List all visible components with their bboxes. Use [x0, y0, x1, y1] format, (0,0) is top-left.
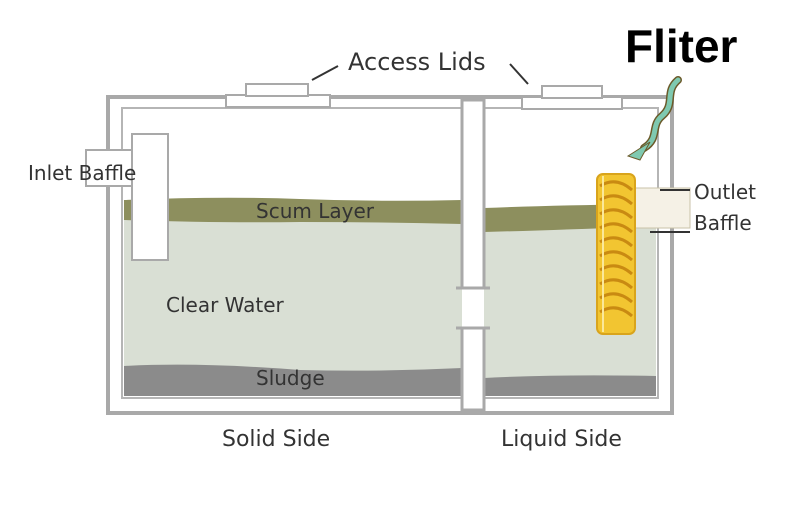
sludge-liquid — [484, 375, 656, 396]
filter-cartridge — [596, 173, 636, 335]
diagram-title: Fliter — [625, 20, 738, 72]
scum-layer-solid — [124, 197, 462, 224]
outlet-label-line1: Outlet — [694, 180, 756, 204]
filter-arrow-icon — [626, 76, 682, 161]
access-lids-leader-right — [509, 63, 529, 85]
inlet-baffle-label: Inlet Baffle — [28, 161, 136, 185]
access-lid-right — [541, 85, 603, 99]
sludge-label: Sludge — [256, 366, 325, 390]
clear-water-solid — [124, 220, 462, 396]
solid-side-label: Solid Side — [222, 427, 330, 452]
partition-wall-top — [460, 98, 486, 290]
access-lid-left — [245, 83, 309, 97]
access-lids-label: Access Lids — [348, 48, 486, 76]
outlet-pipe — [629, 187, 691, 229]
tank — [85, 63, 691, 415]
sludge-solid — [124, 364, 462, 396]
partition-wall-bottom — [460, 326, 486, 412]
inlet-baffle — [131, 133, 169, 261]
clear-water-label: Clear Water — [166, 293, 285, 317]
outlet-label-line2: Baffle — [694, 211, 752, 235]
tank-inner-wall — [121, 107, 659, 399]
liquid-side-label: Liquid Side — [501, 427, 622, 452]
scum-layer-label: Scum Layer — [256, 199, 375, 223]
access-lids-leader-left — [311, 65, 339, 81]
